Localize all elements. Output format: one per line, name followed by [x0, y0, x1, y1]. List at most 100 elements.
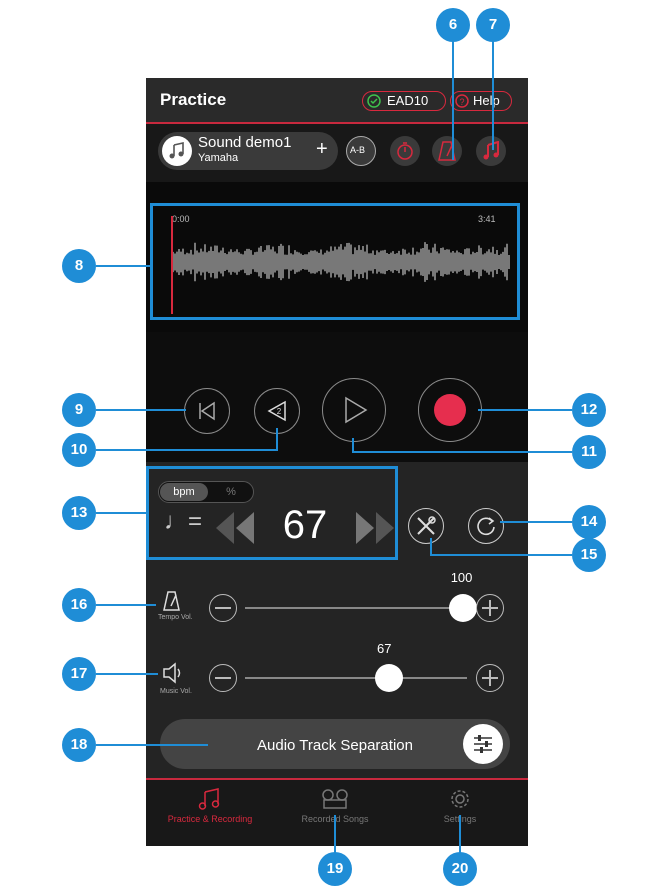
callout-8: 8 [62, 249, 96, 283]
callout-19-line [334, 815, 336, 857]
callout-20-line [459, 815, 461, 857]
audio-track-separation-button[interactable] [160, 719, 510, 769]
callout-20: 20 [443, 852, 477, 886]
page-title: Practice [160, 90, 227, 109]
waveform-graphic [172, 242, 510, 282]
tempo-decrease-button[interactable] [214, 510, 260, 551]
tempo-vol-plus-button[interactable] [476, 594, 504, 622]
tab-bar [146, 778, 528, 846]
tempo-reset-button[interactable] [468, 508, 504, 544]
tab-practice-recording[interactable]: Practice & Recording [150, 786, 270, 842]
reset-icon [477, 517, 495, 536]
tempo-vol-minus-button[interactable] [209, 594, 237, 622]
callout-19: 19 [318, 852, 352, 886]
callout-11-line-v [352, 438, 354, 452]
plus-icon-v [489, 670, 491, 686]
tempo-value: 67 [282, 503, 328, 547]
callout-14: 14 [572, 505, 606, 539]
tempo-vol-track[interactable] [245, 607, 467, 609]
callout-6-line [452, 40, 454, 160]
callout-13-line [96, 512, 148, 514]
ab-label: A-B [350, 145, 366, 155]
tempo-vol-slider-knob[interactable] [448, 594, 477, 622]
skip-back-icon [199, 401, 215, 421]
callout-14-line [500, 521, 572, 523]
callout-13: 13 [62, 496, 96, 530]
ab-repeat-button[interactable]: A-B [346, 136, 376, 166]
count-in-button[interactable] [390, 136, 420, 166]
callout-17-line [96, 673, 158, 675]
callout-18-line [96, 744, 208, 746]
add-song-button[interactable]: + [316, 138, 328, 160]
ead10-connection-button[interactable]: EAD10 [362, 91, 446, 111]
title-bar [146, 78, 528, 122]
speaker-icon [163, 662, 181, 684]
callout-17: 17 [62, 657, 96, 691]
tempo-mode-bpm[interactable]: bpm [160, 483, 208, 501]
record-icon [434, 394, 466, 426]
music-track-button[interactable] [476, 136, 506, 166]
music-vol-icon-group [162, 662, 186, 689]
ead10-label: EAD10 [387, 93, 429, 108]
callout-12-line [478, 409, 572, 411]
music-vol-plus-button[interactable] [476, 664, 504, 692]
callout-8-line [96, 265, 152, 267]
tools-icon [417, 516, 436, 535]
song-artwork [162, 136, 192, 166]
music-vol-value: 67 [376, 641, 392, 656]
double-arrow-right-icon [356, 512, 394, 544]
stopwatch-icon [397, 142, 413, 160]
waveform-start-time: 0:00 [172, 214, 190, 224]
callout-9: 9 [62, 393, 96, 427]
song-artist: Yamaha [198, 152, 239, 164]
tape-recorder-icon [322, 789, 348, 809]
tools-button[interactable] [408, 508, 444, 544]
play-button[interactable] [322, 378, 386, 442]
plus-icon-v [489, 600, 491, 616]
callout-7-line [492, 40, 494, 150]
callout-16-line [96, 604, 156, 606]
callout-15-line-v [430, 538, 432, 556]
music-vol-minus-button[interactable] [209, 664, 237, 692]
tempo-note-label: ♩= [164, 508, 203, 535]
music-vol-slider-knob[interactable] [374, 664, 403, 692]
tempo-vol-icon-group [162, 590, 184, 617]
callout-9-line [96, 409, 186, 411]
metronome-icon [438, 141, 456, 161]
header-divider [146, 122, 528, 124]
tempo-vol-label: Tempo Vol. [158, 614, 193, 621]
minus-icon [215, 677, 231, 679]
tempo-mode-percent[interactable]: % [226, 486, 236, 498]
music-note-icon [169, 142, 184, 159]
callout-11-line [352, 451, 572, 453]
tab-bar-divider [146, 778, 528, 780]
callout-16: 16 [62, 588, 96, 622]
help-label: Help [473, 93, 500, 108]
help-button[interactable]: ? Help [450, 91, 512, 111]
song-title: Sound demo1 [198, 134, 292, 151]
callout-11: 11 [572, 435, 606, 469]
record-button[interactable] [418, 378, 482, 442]
rewind-icon: 2 [267, 400, 286, 422]
callout-10-line-v [276, 428, 278, 450]
check-circle-icon [367, 94, 381, 108]
svg-text:?: ? [459, 97, 464, 107]
double-arrow-left-icon [216, 512, 254, 544]
callout-10: 10 [62, 433, 96, 467]
sliders-icon [474, 735, 492, 753]
playhead[interactable] [171, 216, 173, 314]
metronome-button[interactable] [432, 136, 462, 166]
audio-track-separation-label: Audio Track Separation [257, 737, 413, 754]
music-note-icon [198, 788, 220, 810]
audio-track-separation-settings-button[interactable] [463, 724, 503, 764]
skip-to-start-button[interactable] [184, 388, 230, 434]
metronome-icon [163, 591, 180, 611]
callout-7: 7 [476, 8, 510, 42]
callout-15: 15 [572, 538, 606, 572]
minus-icon [215, 607, 231, 609]
svg-text:2: 2 [277, 407, 282, 416]
callout-10-line [96, 449, 278, 451]
tempo-increase-button[interactable] [352, 510, 398, 551]
waveform-display[interactable] [150, 203, 520, 320]
music-vol-track[interactable] [245, 677, 467, 679]
